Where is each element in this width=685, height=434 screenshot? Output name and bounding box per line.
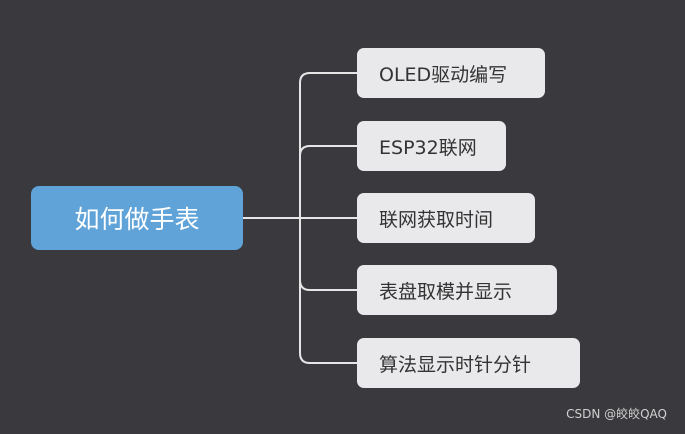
subtopic-node[interactable]: OLED驱动编写 [357, 48, 545, 98]
subtopic-node[interactable]: 表盘取模并显示 [357, 265, 557, 315]
connector-branch-0 [299, 72, 357, 218]
subtopic-node[interactable]: 联网获取时间 [357, 193, 535, 243]
connector-branch-1 [299, 145, 357, 218]
watermark-text: CSDN @皎皎QAQ [566, 407, 667, 421]
connector-branch-3 [299, 218, 357, 291]
subtopic-node[interactable]: ESP32联网 [357, 121, 506, 171]
subtopic-node[interactable]: 算法显示时针分针 [357, 338, 580, 388]
root-topic-node[interactable]: 如何做手表 [31, 186, 243, 250]
connector-branch-4 [299, 218, 357, 364]
